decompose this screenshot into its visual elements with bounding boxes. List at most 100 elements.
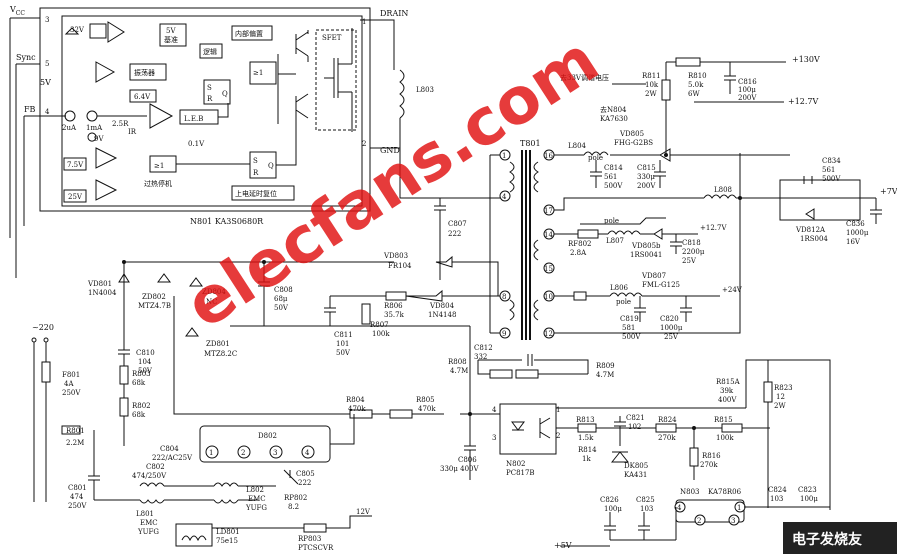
r806-v1: 35.7k: [384, 311, 405, 319]
vd812a-v1: 1RS004: [800, 235, 828, 243]
c819-id: C819: [620, 315, 639, 323]
v12-label: 12V: [356, 508, 371, 516]
d802-pin-2: [237, 445, 251, 459]
c807-val: 222: [448, 230, 461, 238]
r809-v1: 4.7M: [596, 371, 614, 379]
l801-v1: EMC: [140, 519, 158, 527]
zd804-icon: [189, 277, 203, 287]
c815-v1: 330μ: [637, 173, 655, 181]
sfet-label: SFET: [322, 34, 342, 42]
current-source-1ma-icon: [86, 110, 98, 122]
c814-cap: [590, 160, 602, 188]
vd803-v1: FR104: [388, 262, 412, 270]
c836-id: C836: [846, 220, 865, 228]
c821-v1: 102: [628, 423, 641, 431]
r815a-id: R815A: [716, 378, 741, 386]
r816-resistor: [689, 447, 699, 467]
f801-v2: 250V: [62, 389, 81, 397]
ref-5v-text-1: 5V: [166, 27, 176, 35]
n803-v1: KA78R06: [708, 488, 742, 496]
127v-rail: [554, 228, 698, 240]
d802-pin-4: [301, 445, 315, 459]
c810-v2: 50V: [138, 367, 153, 375]
r802-resistor: [119, 397, 129, 417]
opto-pin-1: 1: [556, 406, 560, 414]
r808-resistor: [489, 369, 513, 379]
vd805-id: VD805: [619, 130, 644, 138]
comparator-1-icon: [107, 21, 125, 43]
r811-id: R811: [642, 72, 661, 80]
rp802-id: RP802: [284, 494, 307, 502]
r814-id: R814: [578, 446, 597, 454]
pin-2-label: 2: [362, 140, 366, 148]
c816-cap: [724, 62, 736, 94]
t801-label: T801: [520, 139, 541, 148]
c836-v1: 1000μ: [846, 229, 869, 237]
130v-rail: [554, 148, 790, 162]
r803-id: R803: [132, 370, 151, 378]
svg-text:15: 15: [544, 265, 553, 273]
r815-v1: 100k: [716, 434, 734, 442]
c818-id: C818: [682, 239, 701, 247]
opto-pin-4: 4: [492, 406, 497, 414]
v24-label: +24V: [722, 286, 743, 294]
sr-latch-1: [203, 79, 231, 105]
l801-choke: [139, 482, 165, 504]
sfet-box: [315, 29, 357, 131]
l803-inductor: [399, 69, 405, 119]
7v-rail: [554, 197, 876, 211]
opto-pin-3: 3: [492, 434, 496, 442]
dk805-icon: [610, 451, 630, 463]
vd812a-id: VD812A: [795, 226, 826, 234]
n803-pin-2: [694, 514, 706, 526]
r806-id: R806: [384, 302, 403, 310]
oscillator-label: 振荡器: [134, 68, 155, 77]
c824-v1: 103: [770, 495, 783, 503]
c811-v1: 101: [336, 340, 349, 348]
r807-v1: 100k: [372, 330, 390, 338]
ld801-id: LD801: [216, 528, 240, 536]
fb-label: FB: [24, 105, 36, 114]
c801-cap: [88, 430, 100, 500]
c821-id: C821: [626, 414, 645, 422]
c815-id: C815: [637, 164, 656, 172]
comparator-3-icon: [149, 103, 174, 129]
zd802-v1: MTZ4.7B: [138, 302, 171, 310]
transistor-1-icon: [295, 30, 309, 62]
d802-pin-1-label: 1: [209, 449, 213, 457]
vd812-bridge: [779, 179, 861, 221]
c820-cap: [680, 296, 692, 322]
c804-v1: 222/AC25V: [152, 454, 193, 462]
r815a-v2: 400V: [718, 396, 737, 404]
r815-id: R815: [714, 416, 733, 424]
c805-v1: 222: [298, 479, 311, 487]
n803-pin-4-label: 4: [677, 504, 682, 512]
v130-label: +130V: [792, 55, 820, 64]
l804-val: pole: [588, 154, 603, 162]
n802-v1: PC817B: [506, 469, 535, 477]
c814-v2: 500V: [604, 182, 623, 190]
c812-v1: 332: [474, 353, 487, 361]
pin-1-label: 1: [362, 18, 366, 26]
t801-secondary: 16 17 14 15 10 12: [533, 149, 555, 339]
r823-id: R823: [774, 384, 793, 392]
r816-v1: 270k: [700, 461, 718, 469]
zd802-icon: [157, 273, 171, 283]
v75-label: 7.5V: [67, 161, 84, 169]
ic-inner-frame: [61, 15, 363, 207]
r806-line: [330, 289, 500, 302]
l802-v2: YUFG: [245, 504, 267, 512]
r803-resistor: [119, 365, 129, 385]
vd801-v1: 1N4004: [88, 289, 117, 297]
n803-pin-4: [674, 501, 686, 513]
c836-v2: 16V: [846, 238, 861, 246]
n803-pin-1-label: 1: [737, 504, 741, 512]
r804-v1: 470k: [348, 405, 366, 413]
rp803-id: RP803: [298, 535, 321, 543]
r824-resistor: [655, 423, 677, 433]
c805-id: C805: [296, 470, 315, 478]
c818-v2: 25V: [682, 257, 697, 265]
vd807-id: VD807: [641, 272, 666, 280]
r801-resistor: [61, 425, 81, 435]
r815a-wire: [745, 359, 831, 510]
